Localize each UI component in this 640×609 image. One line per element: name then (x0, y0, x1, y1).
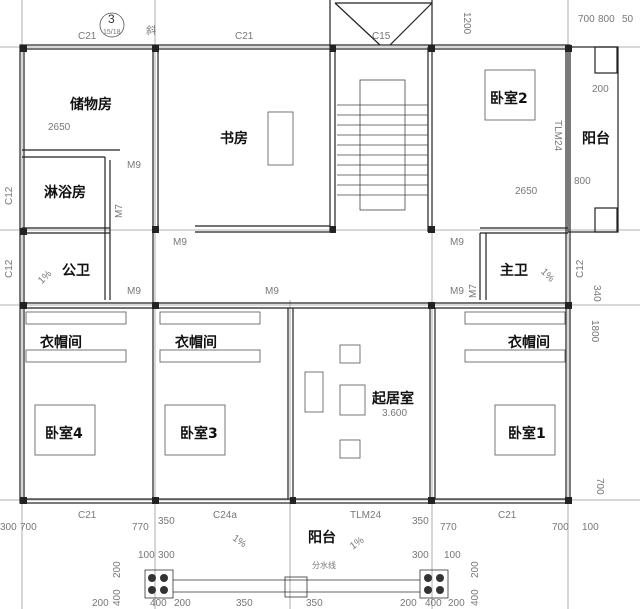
dim-bottom-row: 400 (425, 598, 442, 609)
room-closet-left: 衣帽间 (40, 335, 82, 351)
door-label: M9 (127, 160, 141, 171)
dim-bottom: 700 (20, 522, 37, 533)
dim-storage-width: 2650 (48, 122, 71, 133)
dim-bottom: 700 (552, 522, 569, 533)
room-bedroom1: 卧室1 (508, 426, 546, 442)
room-bedroom2: 卧室2 (490, 91, 528, 107)
section-sheet: 15/18 (103, 29, 121, 36)
room-living: 起居室 (372, 391, 414, 407)
dim-bottom-row: 200 (92, 598, 109, 609)
dim-pier: 400 (112, 589, 123, 606)
stairs (337, 79, 428, 211)
living-level: 3.600 (382, 408, 408, 419)
room-bedroom3: 卧室3 (180, 426, 218, 442)
window-label: TLM24 (552, 120, 563, 152)
room-master-wc: 主卫 (500, 263, 528, 279)
dim-pier: 200 (112, 561, 123, 578)
door-label: M9 (450, 286, 464, 297)
dim-balcony: 800 (574, 176, 591, 187)
dim-bottom-row: 200 (400, 598, 417, 609)
dim-bottom: 300 (0, 522, 17, 533)
room-study: 书房 (220, 131, 248, 147)
door-label: M7 (468, 284, 479, 298)
door-label: M9 (127, 286, 141, 297)
window-label: TLM24 (350, 510, 382, 521)
dim-top-right: 800 (598, 14, 615, 25)
door-label: M9 (450, 237, 464, 248)
window-label: C21 (235, 31, 254, 42)
window-label: C21 (498, 510, 517, 521)
dim-bottom-row: 200 (174, 598, 191, 609)
door-label: M7 (114, 204, 125, 218)
dim-bottom-row: 350 (306, 598, 323, 609)
room-balcony-south: 阳台 (308, 530, 336, 546)
dim-pier: 300 (412, 550, 429, 561)
dim-right: 340 (591, 285, 602, 302)
window-label: C21 (78, 31, 97, 42)
dim-balcony: 200 (592, 84, 609, 95)
dim-bottom: 770 (440, 522, 457, 533)
furniture (25, 69, 566, 459)
columns (20, 45, 572, 504)
dim-top: 1200 (461, 12, 472, 35)
dim-pier: 300 (158, 550, 175, 561)
section-number: 3 (108, 12, 115, 26)
dim-pier: 400 (470, 589, 481, 606)
dim-bottom: 100 (582, 522, 599, 533)
window-label: C12 (4, 259, 15, 278)
room-closet-right: 衣帽间 (508, 335, 550, 351)
window-label: C15 (372, 31, 391, 42)
door-label: M9 (173, 237, 187, 248)
window-label: C21 (78, 510, 97, 521)
room-storage: 储物房 (70, 97, 112, 113)
dim-bottom: 770 (132, 522, 149, 533)
room-public-wc: 公卫 (62, 263, 90, 279)
room-closet-mid: 衣帽间 (175, 335, 217, 351)
section-note: 斜 (146, 26, 156, 37)
dim-bed2-width: 2650 (515, 186, 538, 197)
dim-bottom: 350 (412, 516, 429, 527)
bottom-balcony (99, 12, 449, 599)
dim-bottom: 700 (594, 478, 605, 495)
window-label: C12 (575, 259, 586, 278)
dim-pier: 200 (470, 561, 481, 578)
dim-pier: 100 (444, 550, 461, 561)
dim-bottom-row: 350 (236, 598, 253, 609)
dim-bottom-row: 400 (150, 598, 167, 609)
dim-bottom-row: 200 (448, 598, 465, 609)
room-shower: 淋浴房 (44, 185, 86, 201)
dim-bottom: 350 (158, 516, 175, 527)
dim-top-right: 700 (578, 14, 595, 25)
divider-note: 分水线 (312, 561, 336, 570)
dim-right: 1800 (589, 320, 600, 343)
dim-pier: 100 (138, 550, 155, 561)
room-bedroom4: 卧室4 (45, 426, 83, 442)
door-label: M9 (265, 286, 279, 297)
pier-dots (148, 574, 444, 594)
room-balcony-east: 阳台 (582, 131, 610, 147)
window-label: C12 (4, 186, 15, 205)
window-label: C24a (213, 510, 237, 521)
dim-top-right: 50 (622, 14, 634, 25)
